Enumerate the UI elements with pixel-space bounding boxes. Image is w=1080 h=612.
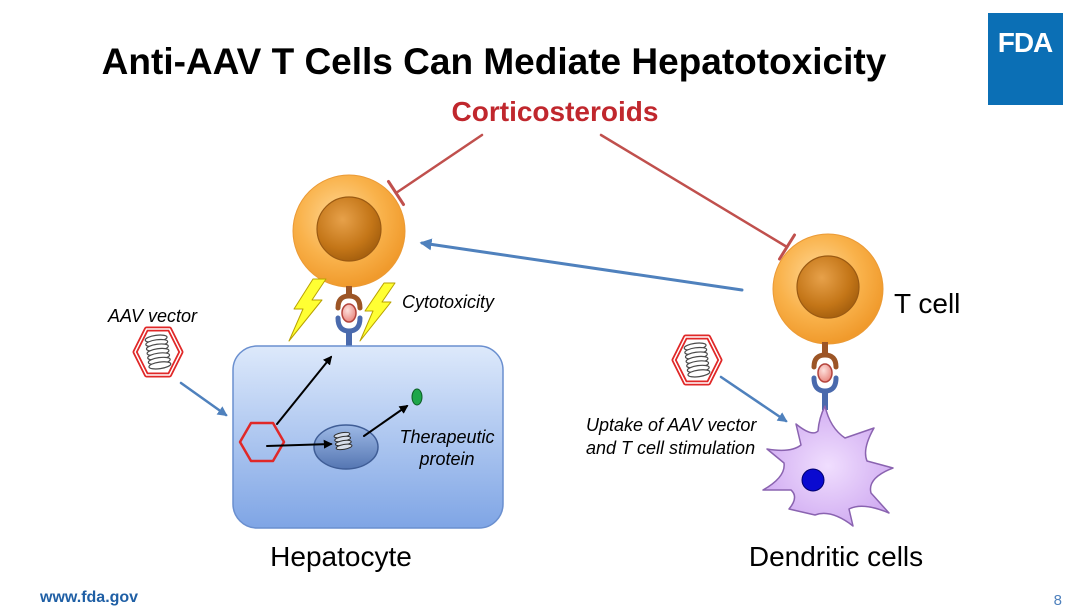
antigen-icon [341,303,357,323]
uptake-label-line1: Uptake of AAV vector [586,415,757,435]
fda-logo: FDA [988,13,1063,105]
dendritic-cell-icon [762,405,894,527]
t-cell-icon [772,233,884,345]
inhibition-line-right [599,133,789,249]
aav-uptake-arrow-left [179,381,228,417]
t-cell-label: T cell [894,288,960,319]
t-cell-nucleus [316,196,382,262]
mhc-icon [335,315,363,350]
protein-icon [411,388,423,406]
slide-title: Anti-AAV T Cells Can Mediate Hepatotoxic… [102,41,887,82]
page-number: 8 [1054,592,1062,609]
hepatocyte-icon [232,345,504,529]
fda-logo-background [988,13,1063,105]
t-cell-activation-arrow [419,238,744,292]
dendritic-cell-body [762,405,894,527]
hepatocyte-label: Hepatocyte [270,541,412,572]
aav-vector-icon [671,334,723,386]
protein-expression-arrow [363,404,409,437]
process-arrows [266,355,409,449]
t-cell-nucleus [796,255,860,319]
t-cell-receptor-cup [811,352,839,370]
nuclear-entry-arrow [266,439,333,449]
lightning-icon [359,282,396,342]
cytotoxicity-bolts [288,278,396,342]
t-cell-receptor-icon [335,286,363,311]
therapeutic-protein-label-line2: protein [418,449,474,469]
t-cell-icon [292,174,406,288]
aav-vector-label: AAV vector [107,306,198,326]
coil-loop [687,369,711,378]
inhibition-bar-left [387,180,405,206]
dendritic-cell-nucleus [801,468,825,492]
dna-coil-icon [683,342,711,378]
therapeutic-protein-label-line1: Therapeutic [399,427,494,447]
activation-arrows [179,238,788,423]
dendritic-cells-label: Dendritic cells [749,541,923,572]
t-cell-receptor-cup [335,293,363,311]
footer-url: www.fda.gov [39,589,138,606]
coil-loop [335,443,353,451]
coil-loop [148,361,172,370]
dna-coil-icon [333,431,353,451]
capsid-inner-line [134,328,182,376]
antigen-icon [817,363,833,383]
cytotoxicity-label: Cytotoxicity [402,292,495,312]
mhc-icon [811,375,839,410]
aav-vector-icon [132,326,184,378]
inhibition-lines [387,133,796,261]
lightning-icon [288,278,327,342]
corticosteroids-label: Corticosteroids [452,96,659,127]
t-cell-receptor-icon [811,342,839,370]
fda-logo-text: FDA [998,27,1053,58]
inhibition-bar-right [778,233,796,261]
dna-coil-icon [144,334,172,370]
capsid-inner-line [673,336,721,384]
uptake-label-line2: and T cell stimulation [586,438,755,458]
inhibition-line-left [394,133,484,195]
aav-uptake-arrow-right [719,375,788,423]
capsid-hexagon-icon [238,421,286,463]
antigen-presentation-arrow [276,355,333,425]
